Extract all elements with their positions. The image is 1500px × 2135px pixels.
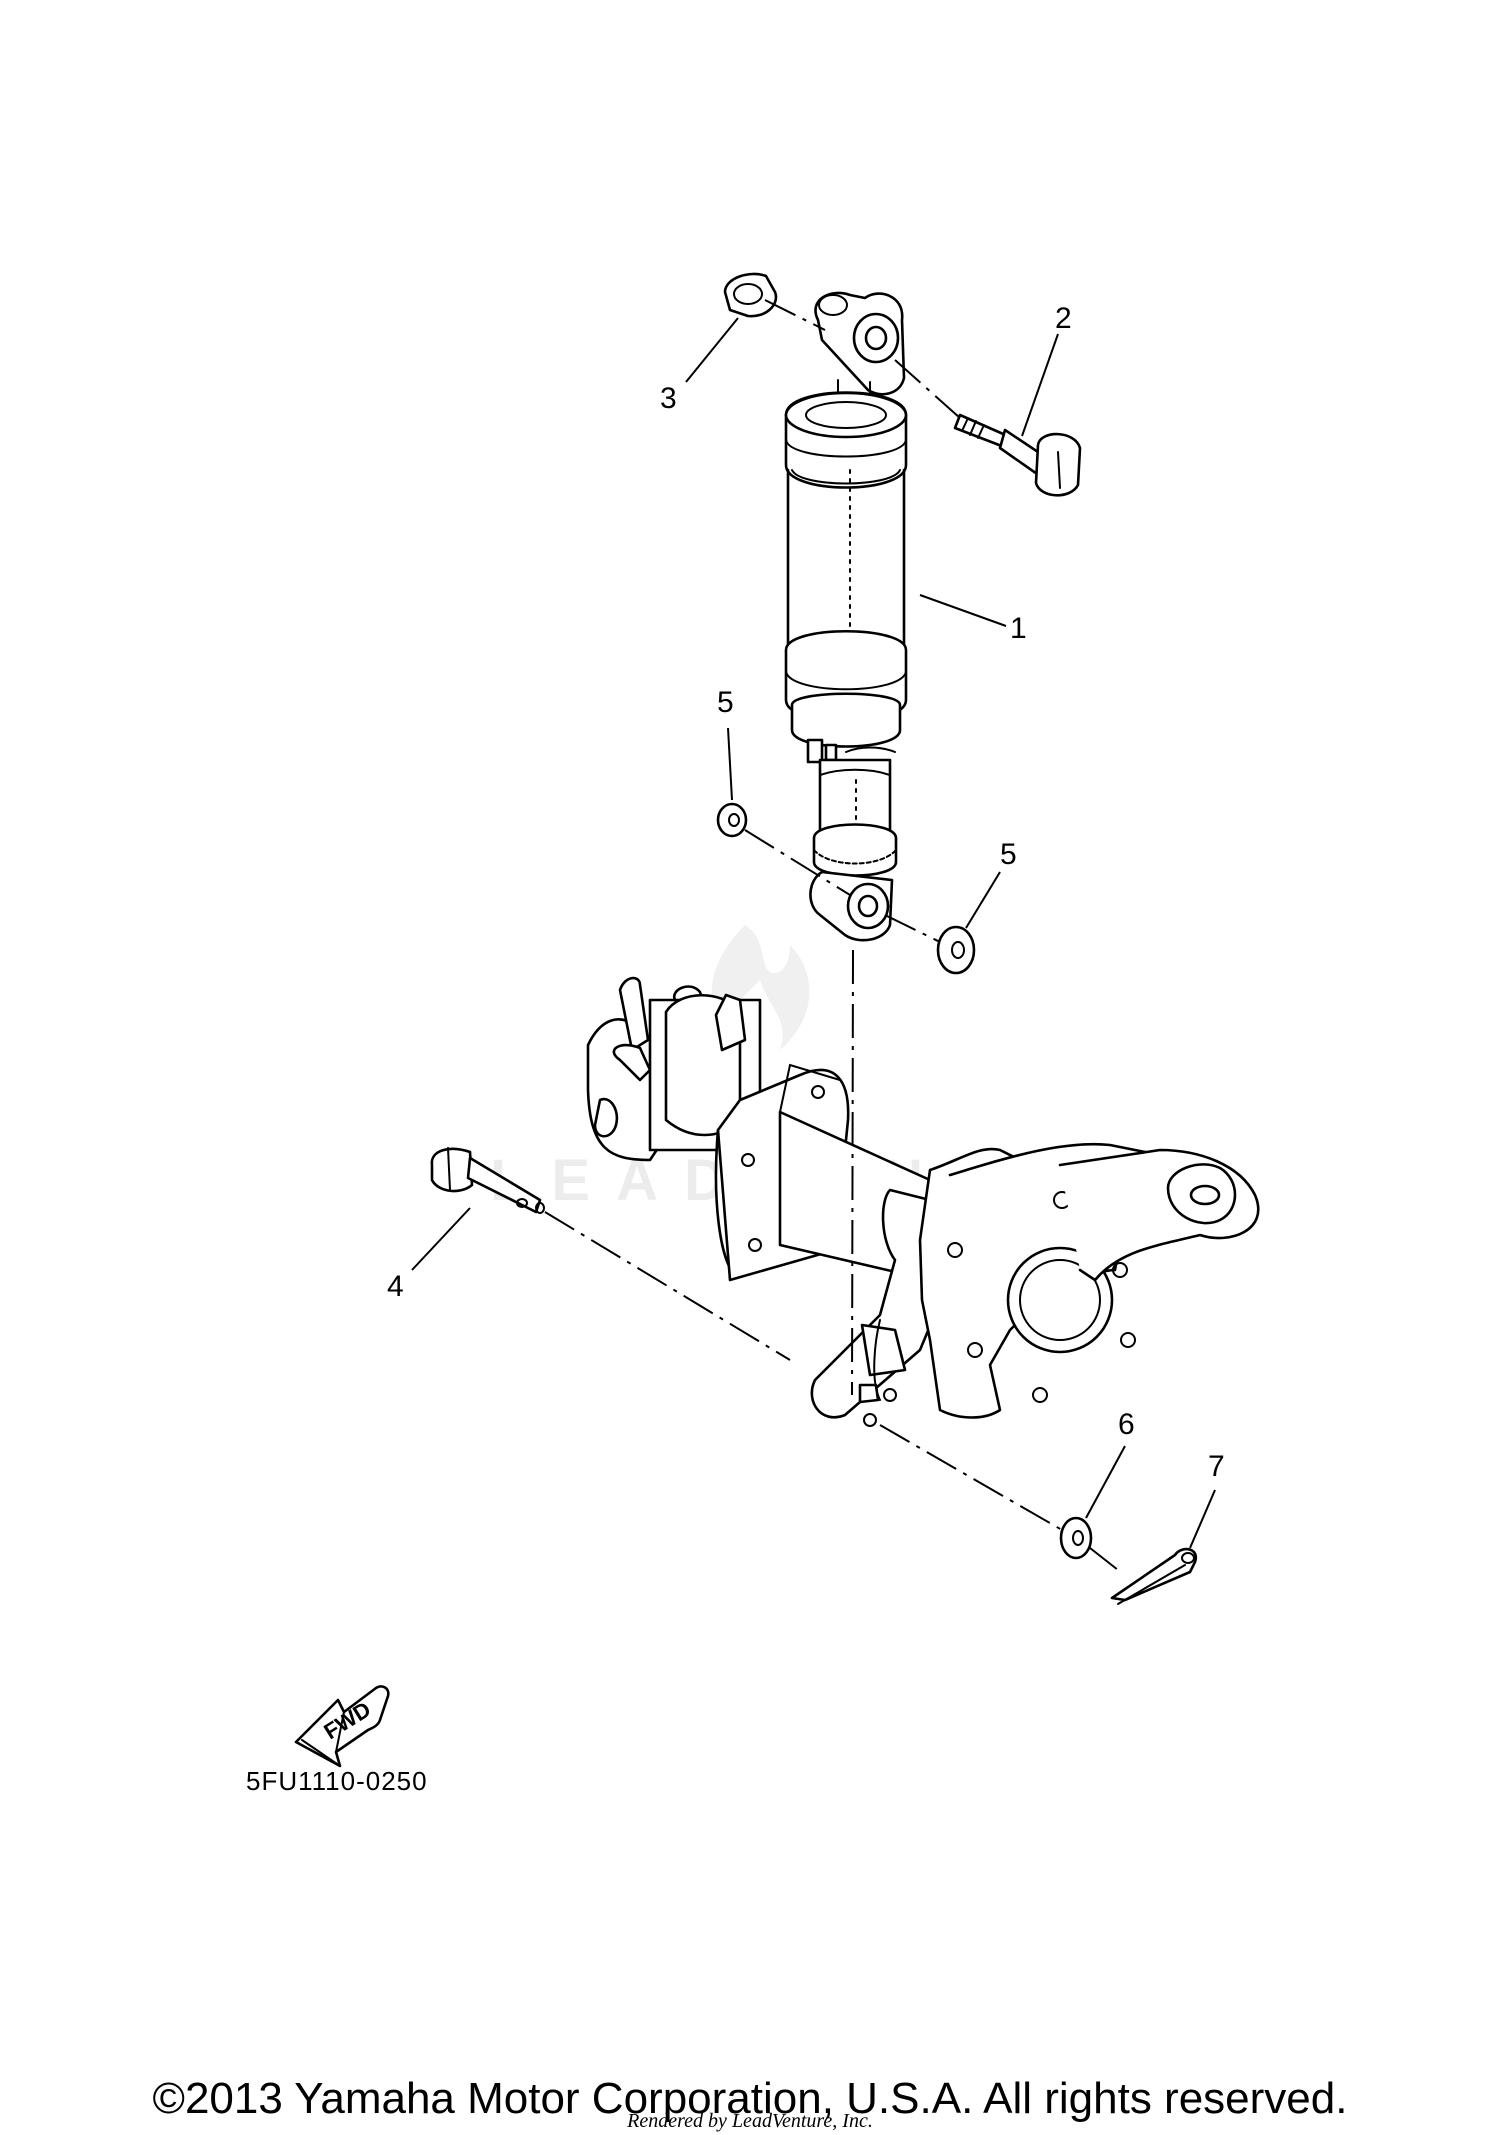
washer-5-right — [936, 925, 976, 975]
callout-labels: 1 2 3 4 5 5 6 7 — [387, 302, 1225, 1483]
cotter-pin — [1110, 1547, 1198, 1605]
diagram-code: 5FU1110-0250 — [246, 1766, 428, 1796]
callout-5-left: 5 — [717, 686, 734, 719]
bolt-2 — [953, 413, 1082, 497]
rear-axle-housing — [586, 976, 1260, 1427]
bolt-4 — [430, 1147, 545, 1214]
callout-4: 4 — [387, 1270, 404, 1303]
washer-6 — [1059, 1516, 1093, 1560]
rendered-by-notice: Rendered by LeadVenture, Inc. — [627, 2110, 873, 2132]
callout-3: 3 — [660, 382, 677, 415]
fwd-arrow-icon: FWD — [294, 1685, 390, 1768]
nut — [723, 272, 778, 318]
callout-7: 7 — [1208, 1450, 1225, 1483]
washer-5-left — [716, 802, 748, 838]
copyright-notice: ©2013 Yamaha Motor Corporation, U.S.A. A… — [152, 2074, 1348, 2123]
assembly-lines — [544, 299, 1119, 1571]
callout-1: 1 — [1010, 612, 1027, 645]
rear-shock-absorber — [784, 291, 908, 942]
leader-lines — [411, 317, 1216, 1549]
callout-5-right: 5 — [1000, 838, 1017, 871]
callout-2: 2 — [1055, 302, 1072, 335]
callout-6: 6 — [1118, 1408, 1135, 1441]
